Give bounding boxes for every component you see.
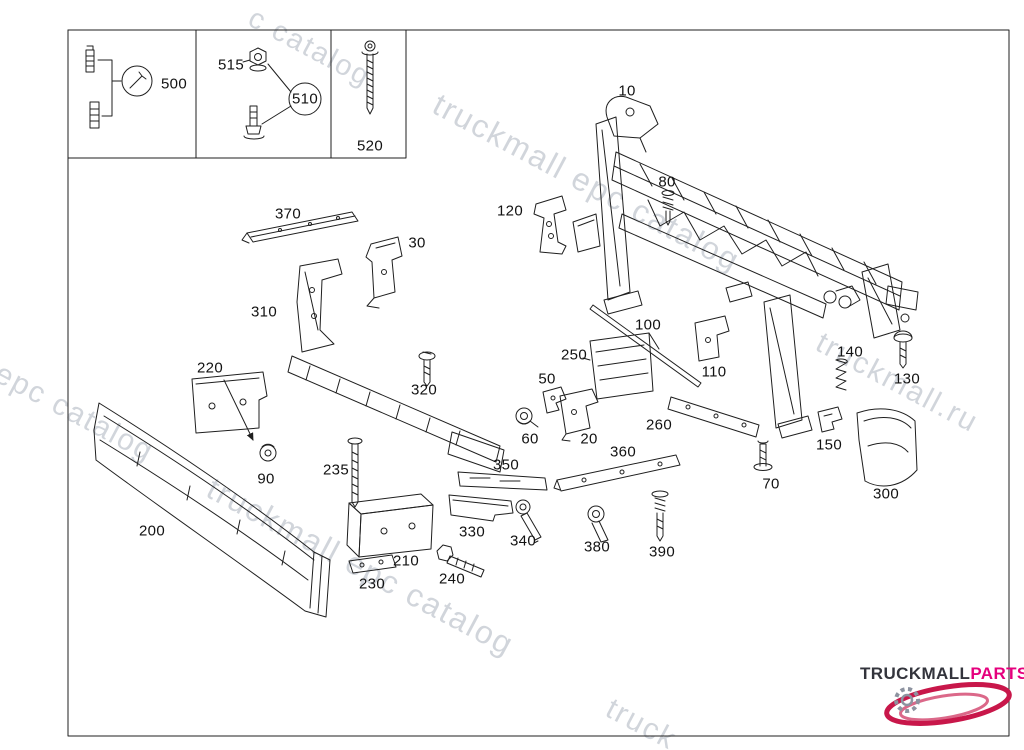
part-label-360: 360 xyxy=(610,443,636,461)
part-label-30: 30 xyxy=(408,234,426,252)
part-300-art xyxy=(856,408,918,487)
part-label-300: 300 xyxy=(873,485,899,503)
part-label-70: 70 xyxy=(762,475,780,493)
part-label-90: 90 xyxy=(257,470,275,488)
part-130-art xyxy=(893,330,913,369)
part-120-art xyxy=(533,195,601,255)
part-label-130: 130 xyxy=(894,370,920,388)
part-label-500: 500 xyxy=(161,75,187,93)
part-label-515: 515 xyxy=(218,56,244,74)
part-label-10: 10 xyxy=(618,82,636,100)
part-100-art xyxy=(589,304,702,388)
part-310-art xyxy=(287,258,505,473)
part-label-150: 150 xyxy=(816,436,842,454)
part-250-art xyxy=(582,332,654,400)
part-330-art xyxy=(448,494,514,522)
part-label-330: 330 xyxy=(459,523,485,541)
part-200-art xyxy=(93,402,331,618)
part-label-340: 340 xyxy=(510,532,536,550)
part-label-250: 250 xyxy=(561,346,587,364)
part-230-art xyxy=(348,554,397,574)
part-370-art xyxy=(241,211,359,244)
part-label-50: 50 xyxy=(538,370,556,388)
part-80-art xyxy=(661,190,675,226)
part-label-220: 220 xyxy=(197,359,223,377)
part-210-art xyxy=(346,493,434,558)
legend-box-520 xyxy=(330,29,407,159)
part-340-art xyxy=(515,499,542,544)
wrench-icon xyxy=(129,71,147,89)
part-350-art xyxy=(457,471,548,491)
part-380-art xyxy=(587,505,609,543)
truckmall-logo: TRUCKMALLPARTS xyxy=(860,664,1024,684)
part-label-200: 200 xyxy=(139,522,165,540)
part-label-370: 370 xyxy=(275,205,301,223)
logo-swoosh xyxy=(884,682,1012,726)
part-240-art xyxy=(436,544,485,578)
part-60-art xyxy=(515,407,539,428)
part-10-art xyxy=(595,95,919,439)
part-150-art xyxy=(817,406,843,433)
part-220-art xyxy=(191,371,268,441)
part-label-260: 260 xyxy=(646,416,672,434)
part-label-110: 110 xyxy=(701,363,727,381)
diagram-border xyxy=(67,29,1010,737)
part-label-60: 60 xyxy=(521,430,539,448)
part-label-320: 320 xyxy=(411,381,437,399)
part-label-230: 230 xyxy=(359,575,385,593)
part-label-210: 210 xyxy=(393,552,419,570)
gear-icon xyxy=(894,687,920,713)
part-label-100: 100 xyxy=(635,316,661,334)
part-label-510: 510 xyxy=(292,90,318,108)
part-90-art xyxy=(259,443,277,462)
part-label-390: 390 xyxy=(649,543,675,561)
part-140-art xyxy=(835,358,848,391)
part-label-310: 310 xyxy=(251,303,277,321)
part-label-80: 80 xyxy=(658,173,676,191)
part-label-380: 380 xyxy=(584,538,610,556)
part-label-520: 520 xyxy=(357,137,383,155)
part-label-235: 235 xyxy=(323,461,349,479)
part-320-art xyxy=(418,351,436,387)
part-260-art xyxy=(667,396,760,438)
part-label-20: 20 xyxy=(580,430,598,448)
part-label-240: 240 xyxy=(439,570,465,588)
part-label-350: 350 xyxy=(493,456,519,474)
legend-box-510 xyxy=(195,29,332,159)
part-110-art xyxy=(694,315,730,362)
part-70-art xyxy=(753,440,773,471)
logo-text-truckmall: TRUCKMALL xyxy=(860,664,971,683)
legend-box-500 xyxy=(67,29,197,159)
part-label-140: 140 xyxy=(837,343,863,361)
part-360-art xyxy=(553,454,681,492)
part-30-art xyxy=(365,236,403,309)
part-50-art xyxy=(542,386,567,414)
logo-text-parts: PARTS xyxy=(970,664,1024,683)
part-20-art xyxy=(559,388,599,442)
part-235-art xyxy=(347,437,363,508)
part-label-120: 120 xyxy=(497,202,523,220)
part-390-art xyxy=(651,490,669,542)
